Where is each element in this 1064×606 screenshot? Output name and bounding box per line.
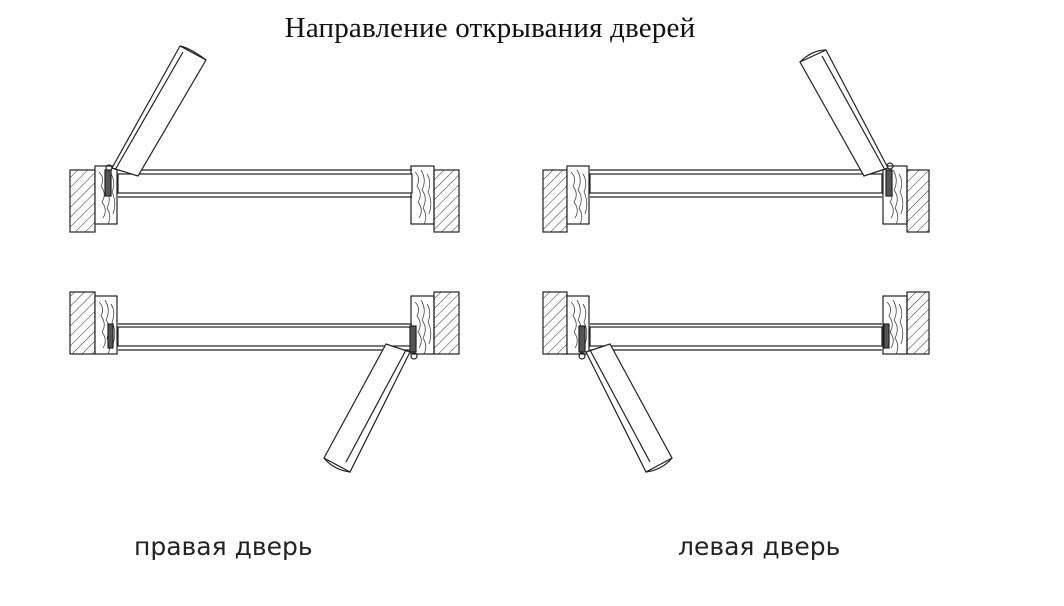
right-door-outward: [69, 45, 460, 233]
left-door-outward: [542, 49, 930, 233]
door-leaf: [117, 173, 413, 194]
right-door-inward: [69, 291, 460, 473]
right-frame: [410, 165, 435, 225]
caption-left-door: левая дверь: [678, 532, 841, 561]
caption-right-door: правая дверь: [134, 532, 313, 561]
right-wall-hatch: [433, 169, 460, 233]
diagram-title: Направление открывания дверей: [284, 12, 696, 44]
left-wall-hatch: [69, 169, 96, 233]
left-door-inward: [542, 291, 930, 473]
opened-leaf: [111, 45, 207, 177]
